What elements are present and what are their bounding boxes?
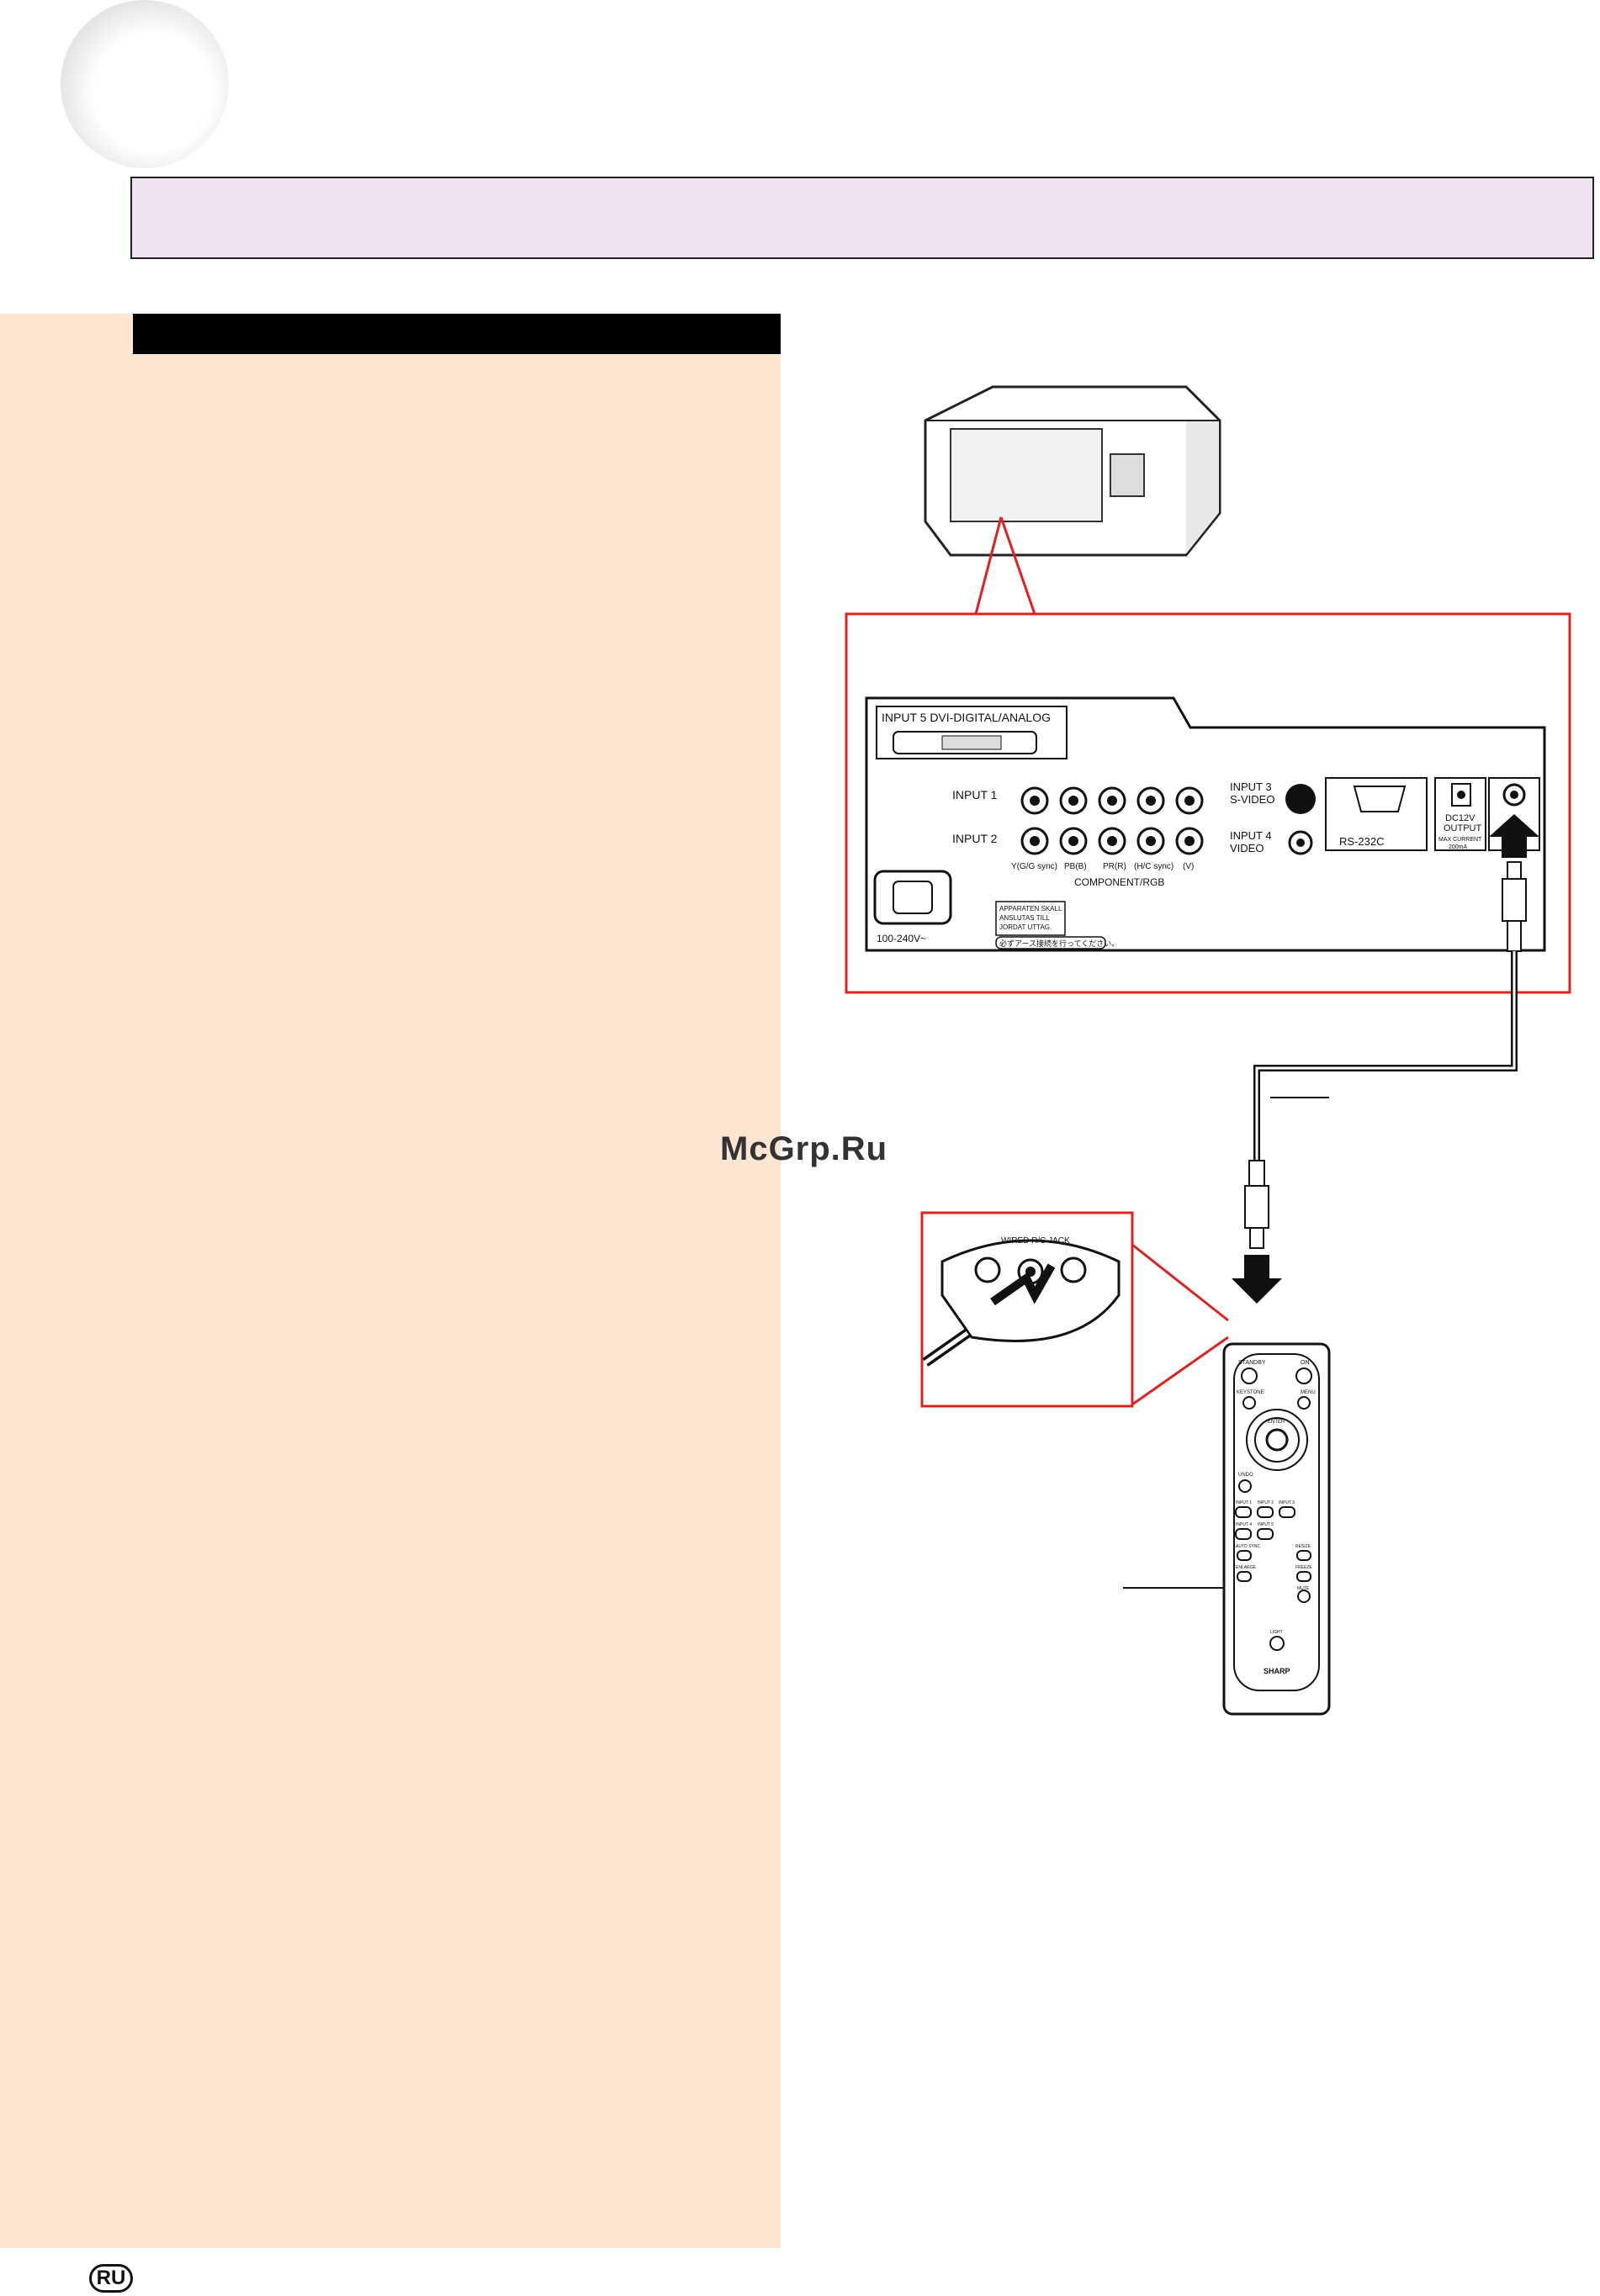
- remote-keystone: KEYSTONE: [1237, 1390, 1264, 1395]
- col5-label: (V): [1183, 862, 1194, 871]
- remote-cable: [1253, 951, 1518, 1161]
- remote-freeze: FREEZE: [1295, 1565, 1312, 1570]
- input4-label: INPUT 4: [1230, 829, 1272, 842]
- connection-diagram: INPUT 5 DVI-DIGITAL/ANALOG INPUT 1 INPUT…: [824, 353, 1581, 1733]
- warning-line-1: APPARATEN SKALL: [999, 905, 1062, 913]
- ac-label: 100-240V~: [877, 933, 926, 944]
- rs232c-label: RS-232C: [1339, 835, 1384, 848]
- terminal-callout-frame: [845, 612, 1571, 994]
- video-label: VIDEO: [1230, 842, 1264, 854]
- remote-undo: UNDO: [1238, 1473, 1253, 1478]
- remote-auto-sync: AUTO SYNC: [1236, 1544, 1260, 1549]
- ma-label: 200mA: [1449, 844, 1468, 850]
- warning-jp: 必ずアース接続を行ってください。: [999, 939, 1119, 948]
- input3-label: INPUT 3: [1230, 780, 1272, 793]
- warning-line-3: JORDAT UTTAG.: [999, 923, 1052, 931]
- remote-light: LIGHT: [1270, 1630, 1283, 1635]
- col3-label: PR(R): [1103, 862, 1126, 871]
- remote-brand: SHARP: [1264, 1667, 1290, 1675]
- col1-label: Y(G/G sync): [1011, 862, 1057, 871]
- remote-input2: INPUT 2: [1258, 1500, 1274, 1505]
- dc12v-label: DC12V: [1445, 813, 1475, 823]
- text-panel: [0, 314, 781, 2248]
- projector-illustration: [924, 385, 1221, 557]
- watermark: McGrp.Ru: [720, 1130, 888, 1167]
- wired-jack-label: WIRED R/C JACK: [1001, 1236, 1070, 1246]
- remote-resize: RESIZE: [1295, 1544, 1311, 1549]
- output-label: OUTPUT: [1444, 823, 1482, 833]
- section-header-bar: [133, 314, 781, 354]
- remote-input4: INPUT 4: [1236, 1522, 1252, 1527]
- svideo-label: S-VIDEO: [1230, 793, 1274, 806]
- remote-enter: ENTER: [1268, 1420, 1285, 1425]
- remote-enlarge: ENLARGE: [1236, 1565, 1257, 1570]
- remote-mute: MUTE: [1297, 1586, 1310, 1591]
- remote-on: ON: [1301, 1360, 1310, 1366]
- col2-label: PB(B): [1064, 862, 1087, 871]
- input5-label: INPUT 5 DVI-DIGITAL/ANALOG: [882, 711, 1051, 724]
- component-rca-jacks: [1020, 786, 1204, 855]
- rs232c-port: [1353, 786, 1407, 812]
- max-current-label: MAX CURRENT: [1438, 837, 1482, 843]
- remote-standby: STANDBY: [1238, 1360, 1266, 1366]
- chapter-tab-circle: [61, 0, 229, 168]
- terminal-panel: INPUT 5 DVI-DIGITAL/ANALOG INPUT 1 INPUT…: [865, 696, 1546, 952]
- warning-line-2: ANSLUTAS TILL: [999, 914, 1050, 922]
- remote-input3: INPUT 3: [1279, 1500, 1295, 1505]
- remote-input1: INPUT 1: [1236, 1500, 1252, 1505]
- component-rgb-label: COMPONENT/RGB: [1074, 876, 1164, 888]
- input1-label: INPUT 1: [952, 788, 998, 801]
- svideo-port: [1285, 784, 1316, 814]
- arrow-down-icon: [1232, 1255, 1282, 1304]
- language-badge: RU: [89, 2264, 133, 2293]
- arrow-up-icon: [1489, 814, 1539, 858]
- col4-label: (H/C sync): [1134, 862, 1174, 871]
- remote-input5: INPUT 5: [1258, 1522, 1274, 1527]
- input2-label: INPUT 2: [952, 832, 998, 845]
- remote-control: STANDBY ON KEYSTONE MENU ENTER UNDO INPU…: [1222, 1342, 1331, 1716]
- section-banner: [130, 177, 1594, 259]
- remote-menu: MENU: [1301, 1390, 1316, 1395]
